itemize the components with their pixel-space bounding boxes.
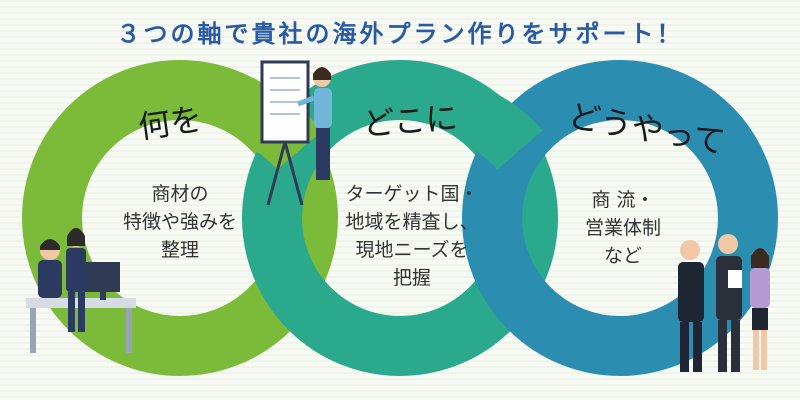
text-how: 商 流・ 営業体制 など — [548, 186, 698, 270]
ring-overlap-teal-top — [467, 93, 543, 171]
text-what: 商材の 特徴や強みを 整理 — [100, 180, 260, 264]
ring-how — [462, 60, 778, 376]
office-workers-illustration — [26, 228, 136, 353]
text-how-line: 営業体制 — [584, 217, 661, 239]
text-where-line: 把握 — [392, 267, 431, 289]
text-where-line: 地域を精査し、 — [345, 211, 479, 233]
presenter-woman-illustration — [297, 67, 332, 180]
text-what-line: 整理 — [160, 239, 199, 261]
page-title: ３つの軸で貴社の海外プラン作りをサポート！ — [116, 20, 684, 48]
text-how-line: など — [603, 245, 642, 267]
heading-where: どこに — [361, 98, 459, 144]
text-where-line: ターゲット国・ — [345, 183, 479, 205]
text-where-line: 現地ニーズを — [355, 239, 469, 261]
text-what-line: 商材の — [151, 183, 209, 205]
ring-what — [22, 60, 338, 376]
text-where: ターゲット国・ 地域を精査し、 現地ニーズを 把握 — [322, 180, 502, 292]
business-team-illustration — [678, 234, 770, 372]
text-how-line: 商 流・ — [591, 189, 655, 211]
ring-where — [242, 60, 558, 376]
text-what-line: 特徴や強みを — [122, 211, 237, 233]
